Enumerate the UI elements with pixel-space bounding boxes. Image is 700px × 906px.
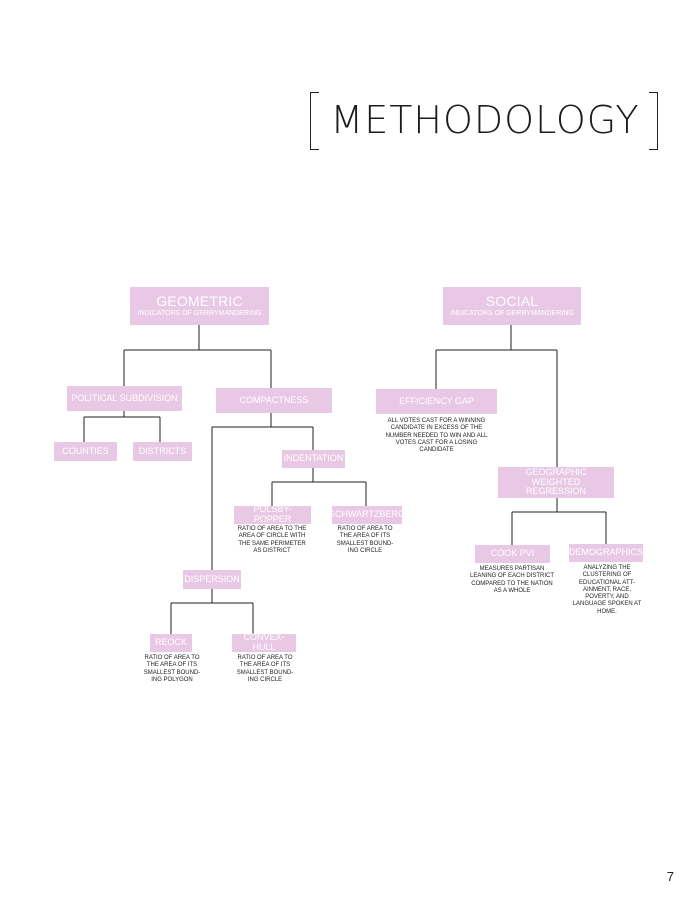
node-schwartzberg-desc: RATIO OF AREA TO THE AREA OF ITS SMALLES… (336, 526, 394, 554)
node-geometric: GEOMETRIC INDICATORS OF GERRYMANDERING (130, 287, 269, 325)
node-geometric-sub: INDICATORS OF GERRYMANDERING (137, 310, 262, 318)
node-polsby-popper-label: POLSBY-POPPER (253, 504, 292, 524)
node-counties-label: COUNTIES (62, 445, 109, 456)
page-title-block: METHODOLOGY (310, 92, 658, 150)
node-districts: DISTRICTS (133, 442, 192, 461)
node-reock-label: REOCK (154, 637, 187, 648)
node-gwr-label: GEOGRAPHIC WEIGHTED REGRESSION (525, 466, 587, 497)
node-schwartzberg-label: SCHWARTZBERG (329, 509, 406, 520)
node-social-label: SOCIAL (485, 292, 539, 309)
node-demographics: DEMOGRAPHICS (569, 544, 643, 562)
node-demographics-label: DEMOGRAPHICS (569, 547, 644, 558)
node-reock: REOCK (150, 634, 192, 652)
node-counties: COUNTIES (54, 442, 117, 461)
node-efficiency-gap-desc: ALL VOTES CAST FOR A WINNING CANDIDATE I… (385, 418, 488, 454)
node-demographics-desc: ANALYZING THE CLUSTERING OF EDUCATIONAL … (572, 565, 642, 615)
node-schwartzberg: SCHWARTZBERG (329, 506, 406, 524)
node-compactness: COMPACTNESS (216, 388, 332, 413)
node-political-subdivision: POLITICAL SUBDIVISION (67, 386, 182, 411)
node-gwr: GEOGRAPHIC WEIGHTED REGRESSION (498, 467, 614, 498)
node-cook-pvi-desc: MEASURES PARTISAN LEANING OF EACH DISTRI… (470, 566, 555, 594)
node-efficiency-gap-label: EFFICIENCY GAP (399, 395, 474, 406)
node-social-sub: INDICATORS OF GERRYMANDERING (450, 310, 574, 318)
right-bracket (649, 92, 658, 150)
node-reock-desc: RATIO OF AREA TO THE AREA OF ITS SMALLES… (143, 655, 201, 683)
page-title: METHODOLOGY (330, 98, 640, 142)
node-convex-hull: CONVEX-HULL (232, 632, 296, 652)
node-dispersion-label: DISPERSION (184, 573, 240, 584)
left-bracket (310, 92, 319, 150)
node-indentation-label: INDENTATION (283, 453, 344, 464)
node-convex-hull-label: CONVEX-HULL (243, 632, 285, 652)
node-geometric-label: GEOMETRIC (156, 292, 243, 309)
node-convex-hull-desc: RATIO OF AREA TO THE AREA OF ITS SMALLES… (236, 655, 294, 683)
node-dispersion: DISPERSION (183, 570, 241, 589)
page-number: 7 (666, 869, 674, 884)
node-cook-pvi-label: COOK PVI (490, 548, 535, 559)
node-districts-label: DISTRICTS (138, 445, 187, 456)
node-social: SOCIAL INDICATORS OF GERRYMANDERING (443, 287, 581, 325)
node-political-subdivision-label: POLITICAL SUBDIVISION (71, 392, 178, 403)
node-polsby-popper: POLSBY-POPPER (234, 504, 311, 524)
node-efficiency-gap: EFFICIENCY GAP (376, 389, 497, 414)
node-compactness-label: COMPACTNESS (239, 394, 309, 405)
node-cook-pvi: COOK PVI (475, 545, 550, 563)
node-polsby-popper-desc: RATIO OF AREA TO THE AREA OF CIRCLE WITH… (237, 526, 307, 554)
node-indentation: INDENTATION (282, 450, 345, 468)
